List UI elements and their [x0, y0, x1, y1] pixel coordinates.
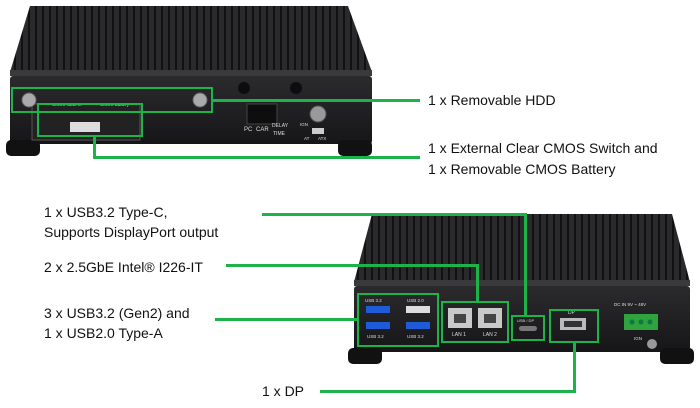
lead-lan-v	[476, 264, 479, 303]
highlight-cmos	[37, 103, 143, 137]
lead-lan-h	[226, 264, 479, 267]
rear-foot-right	[660, 348, 694, 364]
delay-switch	[246, 103, 278, 125]
label-atx: ATX	[318, 136, 326, 141]
front-foot-left	[6, 140, 40, 156]
callout-typec-line1: 1 x USB3.2 Type-C,	[44, 204, 168, 220]
label-at: AT	[304, 136, 310, 141]
label-usb20: USB 2.0	[407, 298, 424, 303]
highlight-lan	[441, 301, 509, 343]
rear-foot-left	[348, 348, 382, 364]
usb-typec-port	[519, 326, 537, 331]
lead-cmos-v	[93, 136, 96, 158]
front-device: CMOS CLEAR CMOS Battery PC CAR DELAY TIM…	[6, 6, 372, 156]
ground-screw	[647, 339, 657, 349]
hdd-thumbscrew-left	[21, 92, 37, 108]
antenna-hole-1	[238, 82, 250, 94]
label-usb32-b: USB 3.2	[367, 334, 384, 339]
hdd-thumbscrew-right	[192, 92, 208, 108]
lead-hdd	[212, 99, 420, 102]
callout-cmos-line2: 1 x Removable CMOS Battery	[428, 161, 616, 177]
rear-device: USB 3.2 USB 2.0 USB 3.2 USB 3.2 LAN 1 LA…	[348, 214, 694, 364]
label-dp: DP	[568, 310, 576, 316]
usb32-port-2	[366, 322, 390, 329]
callout-typec-line2: Supports DisplayPort output	[44, 224, 219, 240]
label-lan2: LAN 2	[483, 332, 497, 338]
usb32-port-1	[366, 306, 390, 313]
callout-lan: 2 x 2.5GbE Intel® I226-IT	[44, 259, 203, 275]
callout-cmos-line1: 1 x External Clear CMOS Switch and	[428, 140, 658, 156]
antenna-hole-2	[290, 82, 302, 94]
lead-dp-h	[320, 390, 576, 393]
callout-hdd: 1 x Removable HDD	[428, 92, 556, 108]
lead-typec-h	[262, 213, 526, 216]
label-usbdp: USB / DP	[517, 318, 534, 323]
rear-heatsink	[354, 214, 690, 282]
lead-typec-v	[524, 213, 527, 317]
usb32-port-3	[406, 322, 430, 329]
label-usb32-a: USB 3.2	[365, 298, 382, 303]
callout-usb-line1: 3 x USB3.2 (Gen2) and	[44, 305, 190, 321]
callout-usb-line2: 1 x USB2.0 Type-A	[44, 325, 163, 341]
power-button	[309, 105, 327, 123]
lead-cmos-h	[93, 156, 420, 159]
highlight-typec	[511, 315, 545, 341]
lead-dp-v	[573, 342, 576, 393]
label-ign: IGN	[300, 122, 308, 127]
front-heatsink	[10, 6, 372, 72]
lead-usb	[215, 318, 359, 321]
label-pc: PC	[244, 127, 253, 133]
label-dcin: DC IN 9V ~ 48V	[614, 302, 646, 307]
usb20-port	[406, 306, 430, 313]
label-usb32-c: USB 3.2	[407, 334, 424, 339]
callout-dp: 1 x DP	[262, 383, 305, 399]
label-car: CAR	[256, 127, 269, 133]
label-lan1: LAN 1	[452, 332, 466, 338]
label-time: TIME	[273, 131, 286, 137]
at-atx-switch	[312, 128, 324, 134]
front-foot-right	[338, 140, 372, 156]
label-ign-rear: IGN	[634, 336, 642, 341]
label-delay: DELAY	[272, 123, 289, 129]
